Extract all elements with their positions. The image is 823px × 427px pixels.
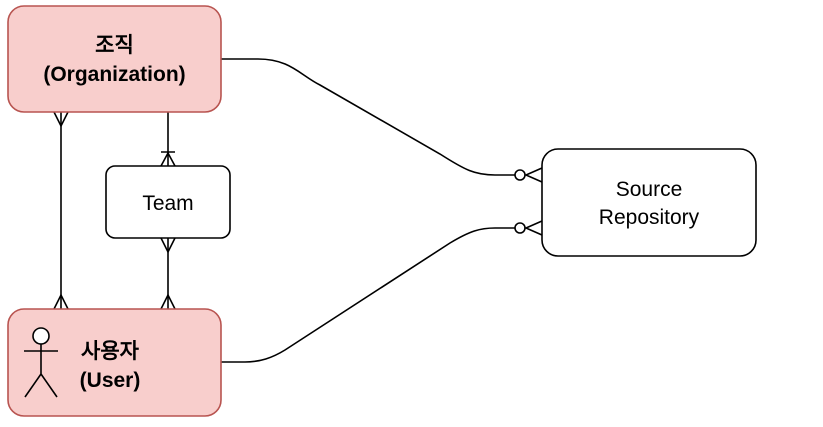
user-name-korean: 사용자 <box>81 340 140 363</box>
user-name-english: (User) <box>80 369 141 392</box>
one-or-many-icon <box>160 151 176 167</box>
zero-icon <box>514 222 526 234</box>
actor-icon <box>24 327 58 398</box>
edge-organization-source-repository[interactable] <box>221 58 515 176</box>
entity-organization[interactable]: 조직 (Organization) <box>7 5 222 113</box>
zero-icon <box>514 169 526 181</box>
organization-name-korean: 조직 <box>95 34 134 57</box>
source-repository-line2: Repository <box>599 206 700 229</box>
entity-team[interactable]: Team <box>105 165 231 239</box>
source-repository-line1: Source <box>616 178 683 201</box>
edge-user-source-repository[interactable] <box>221 227 515 363</box>
team-name: Team <box>142 192 193 215</box>
organization-name-english: (Organization) <box>43 63 185 86</box>
entity-source-repository[interactable]: Source Repository <box>541 148 757 257</box>
crowfoot-icon <box>53 111 69 310</box>
crowfoot-icon <box>160 237 176 310</box>
entity-user[interactable]: 사용자 (User) <box>7 308 222 417</box>
crowfoot-icon <box>524 167 543 183</box>
crowfoot-icon <box>524 220 543 236</box>
